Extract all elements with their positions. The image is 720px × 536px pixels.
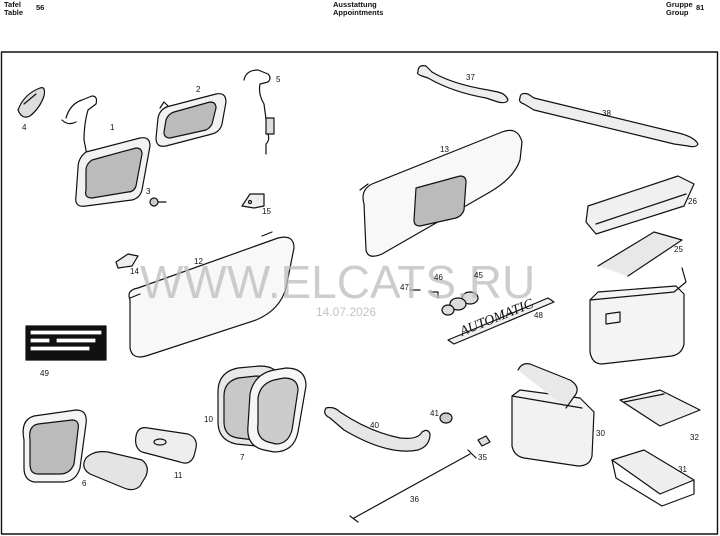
callout-38: 38 bbox=[602, 109, 611, 118]
callout-41: 41 bbox=[430, 409, 439, 418]
callout-25: 25 bbox=[674, 245, 683, 254]
group-number: 81 bbox=[696, 3, 705, 12]
callout-11: 11 bbox=[174, 471, 183, 480]
callout-30: 30 bbox=[596, 429, 605, 438]
diagram-border bbox=[0, 51, 719, 535]
header-group-block: Gruppe Group 81 bbox=[666, 0, 704, 17]
part-13-sun-visor-right[interactable] bbox=[359, 129, 523, 257]
part-5-bracket[interactable] bbox=[243, 69, 275, 155]
part-30-case[interactable] bbox=[511, 363, 595, 467]
callout-31: 31 bbox=[678, 465, 687, 474]
callout-14: 14 bbox=[130, 267, 139, 276]
part-46-screw[interactable] bbox=[429, 291, 439, 299]
part-7-mirror-housing[interactable] bbox=[247, 367, 307, 453]
callout-35: 35 bbox=[478, 453, 487, 462]
part-2-mirror[interactable] bbox=[155, 93, 227, 147]
part-35-connector[interactable] bbox=[477, 435, 491, 447]
callout-4: 4 bbox=[22, 123, 27, 132]
callout-36: 36 bbox=[410, 495, 419, 504]
part-12-sun-visor-left[interactable] bbox=[128, 231, 295, 358]
part-36-cable[interactable] bbox=[349, 449, 477, 523]
tafel-label: Tafel bbox=[4, 0, 21, 9]
callout-37: 37 bbox=[466, 73, 475, 82]
callout-12: 12 bbox=[194, 257, 203, 266]
callout-3: 3 bbox=[146, 187, 151, 196]
table-label: Table bbox=[4, 8, 24, 17]
part-1-interior-mirror[interactable] bbox=[61, 95, 151, 207]
table-number: 56 bbox=[36, 3, 45, 12]
watermark-site: WWW.ELCATS.RU bbox=[140, 256, 535, 308]
group-label: Group bbox=[666, 8, 689, 17]
part-45-ring-set[interactable] bbox=[441, 291, 479, 316]
part-4-clip[interactable] bbox=[17, 87, 46, 118]
callout-7: 7 bbox=[240, 453, 245, 462]
callout-5: 5 bbox=[276, 75, 281, 84]
part-15-bracket[interactable] bbox=[241, 193, 265, 209]
header-title-block: Ausstattung Appointments bbox=[333, 1, 383, 17]
callout-40: 40 bbox=[370, 421, 379, 430]
header-table-block: Tafel Table 56 bbox=[4, 0, 44, 17]
callout-49: 49 bbox=[40, 369, 49, 378]
callout-48: 48 bbox=[534, 311, 543, 320]
part-3-screw[interactable] bbox=[149, 197, 167, 207]
callout-13: 13 bbox=[440, 145, 449, 154]
callout-1: 1 bbox=[110, 123, 115, 132]
callout-32: 32 bbox=[690, 433, 699, 442]
part-49-data-plate[interactable] bbox=[25, 325, 107, 361]
part-40-handle[interactable] bbox=[324, 406, 431, 452]
callout-2: 2 bbox=[196, 85, 201, 94]
callout-15: 15 bbox=[262, 207, 271, 216]
title-de: Ausstattung bbox=[333, 0, 377, 9]
watermark-date: 14.07.2026 bbox=[316, 305, 376, 319]
callout-47: 47 bbox=[400, 283, 409, 292]
part-14-clip[interactable] bbox=[115, 253, 139, 269]
callout-46: 46 bbox=[434, 273, 443, 282]
callout-10: 10 bbox=[204, 415, 213, 424]
title-en: Appointments bbox=[333, 8, 384, 17]
callout-26: 26 bbox=[688, 197, 697, 206]
callout-45: 45 bbox=[474, 271, 483, 280]
part-37-grab-handle[interactable] bbox=[416, 65, 509, 104]
part-31-bin[interactable] bbox=[611, 449, 695, 507]
part-38-long-strap[interactable] bbox=[518, 92, 699, 148]
part-26-pad[interactable] bbox=[585, 175, 695, 235]
part-32-tray[interactable] bbox=[619, 389, 701, 427]
part-6-mirror[interactable] bbox=[22, 409, 148, 491]
gruppe-label: Gruppe bbox=[666, 0, 693, 9]
part-11-gasket[interactable] bbox=[135, 427, 197, 464]
callout-6: 6 bbox=[82, 479, 87, 488]
part-41-nut[interactable] bbox=[439, 412, 453, 424]
part-25-first-aid-box[interactable] bbox=[589, 231, 687, 365]
